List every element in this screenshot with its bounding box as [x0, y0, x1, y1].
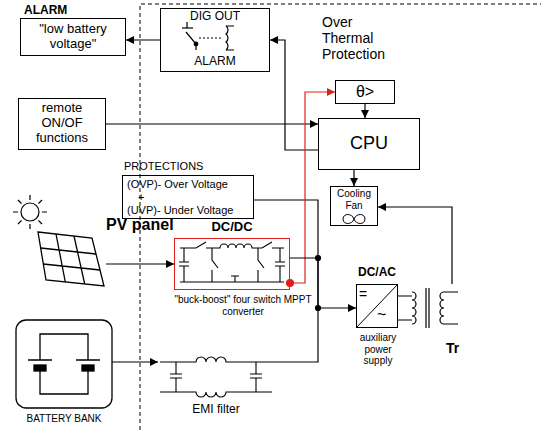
signal-arrow [364, 104, 365, 118]
node-text: "buck-boost" four switch MPPT converter [172, 294, 314, 317]
buck-boost-schematic [180, 276, 284, 282]
transformer-symbol [398, 296, 412, 320]
alarm-output-box: ALARM "low battery voltage" [18, 4, 130, 60]
buck-boost-schematic [179, 248, 189, 282]
node-text: (OVP)- Over Voltage [127, 178, 251, 191]
pv-panel-icon [38, 232, 104, 286]
relay-symbol [226, 26, 228, 50]
cooling-fan-symbol [343, 215, 365, 224]
node-text: Tr [446, 340, 472, 356]
node-text: ~ [377, 306, 395, 324]
node-text: = [359, 286, 375, 302]
relay-symbol [186, 32, 196, 50]
battery-icon [40, 371, 88, 394]
relay-symbol [194, 42, 198, 46]
transformer-symbol [412, 292, 416, 324]
signal-arrow [106, 263, 174, 264]
battery-icon [16, 320, 112, 408]
pv-panel-icon [41, 234, 100, 284]
digital-output-box: DIG OUT ALARM [160, 8, 270, 72]
transformer: Tr [404, 284, 474, 360]
sun-icon [21, 203, 39, 221]
battery-icon [16, 320, 112, 408]
battery-icon [82, 365, 94, 371]
sun-icon [13, 195, 47, 229]
transformer-symbol [398, 288, 458, 328]
inverter-symbol [356, 284, 398, 328]
dc-ac-converter-box: DC/AC =~ auxiliary power supply [350, 266, 410, 370]
emi-filter-schematic [170, 362, 182, 392]
sun-icon [13, 195, 47, 229]
node-heading: ALARM [24, 4, 84, 18]
relay-symbol [182, 22, 234, 50]
buck-boost-schematic [275, 248, 285, 282]
node-heading: Over Thermal Protection [322, 14, 400, 62]
bus-wire [254, 200, 321, 362]
box-outline [174, 238, 290, 290]
node-text: EMI filter [158, 403, 274, 417]
cooling-fan-symbol [343, 215, 365, 224]
emi-filter-schematic [250, 362, 262, 392]
node-heading: DIG OUT [160, 10, 270, 24]
relay-symbol [226, 26, 234, 50]
node-text: auxiliary power supply [350, 332, 406, 367]
relay-symbol [199, 37, 221, 38]
transformer-symbol [426, 288, 429, 328]
battery-icon [28, 359, 100, 360]
signal-arrow [270, 40, 318, 150]
box-outline [16, 320, 112, 410]
device-boundary [140, 4, 541, 430]
node-text: + [138, 191, 158, 204]
emi-filter-schematic [160, 357, 272, 397]
buck-boost-schematic [180, 242, 284, 248]
protections-box: PROTECTIONS (OVP)- Over Voltage+(UVP)- Un… [122, 160, 256, 220]
buck-boost-schematic [212, 248, 218, 282]
box-outline [158, 352, 274, 400]
battery-icon [34, 365, 46, 371]
signal-arrow [106, 123, 318, 124]
node-text: PV panel [106, 216, 174, 234]
thermal-sense-line [290, 92, 335, 283]
node-text: remote ON/OF functions [27, 101, 97, 146]
signal-arrow [353, 170, 354, 186]
signal-arrow [112, 361, 158, 362]
cooling-fan-box: Cooling Fan [330, 186, 378, 226]
buck-boost-schematic [179, 242, 294, 287]
node-text: ALARM [160, 55, 270, 69]
battery-bank: BATTERY BANK [14, 318, 114, 430]
buck-boost-schematic [258, 248, 264, 282]
node-text: θ> [335, 83, 395, 101]
relay-symbol [186, 22, 187, 28]
node-text: "low battery voltage" [22, 22, 124, 52]
inverter-symbol [356, 284, 398, 328]
emi-filter: EMI filter [158, 352, 274, 418]
remote-control-box: remote ON/OF functions [18, 98, 106, 150]
node-text: (UVP)- Under Voltage [127, 204, 251, 217]
battery-icon [40, 334, 88, 360]
emi-filter-schematic [160, 357, 272, 362]
box-outline [408, 284, 464, 336]
cpu-box: CPU [318, 118, 420, 170]
node-heading: DC/DC [174, 220, 290, 235]
transformer-symbol [444, 292, 458, 324]
thermal-protection-box: Over Thermal Protection θ> [318, 14, 414, 106]
pv-panel-icon [38, 232, 104, 286]
node-heading: DC/AC [350, 266, 404, 280]
signal-arrow [126, 39, 160, 40]
dc-dc-converter-box: DC/DC "buck-boost" four switch MPPT conve… [172, 220, 314, 320]
box-outline [8, 208, 106, 288]
node-heading: PROTECTIONS [124, 160, 224, 173]
node-text: Cooling Fan [331, 188, 377, 211]
bus-wire [254, 200, 318, 362]
node-text: CPU [318, 133, 420, 154]
transformer-symbol [440, 292, 444, 324]
emi-filter-schematic [160, 392, 272, 397]
node-text: BATTERY BANK [14, 413, 114, 425]
